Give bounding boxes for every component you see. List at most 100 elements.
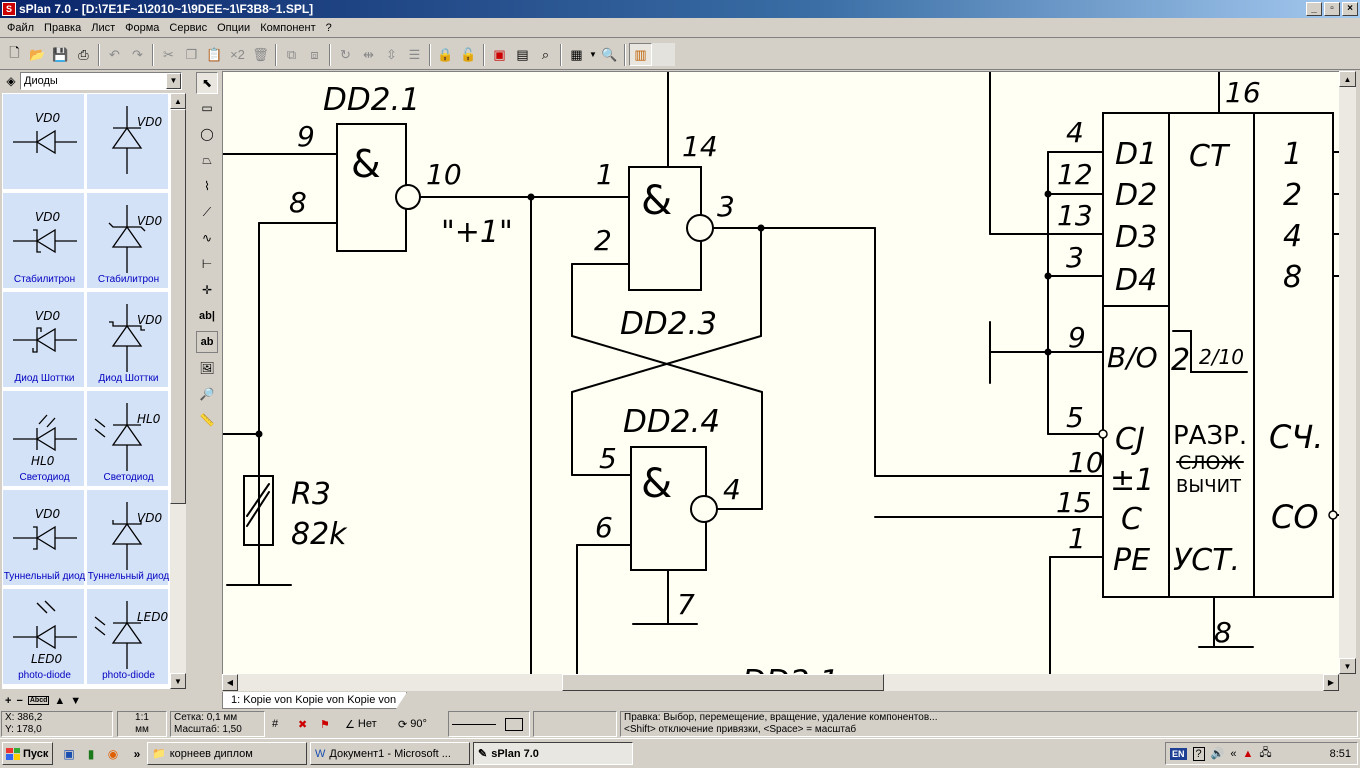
cut-icon[interactable]: ✂ [163, 46, 174, 62]
library-dropdown[interactable]: Диоды ▼ [20, 71, 182, 90]
menu-file[interactable]: Файл [7, 21, 35, 34]
firefox-icon[interactable]: ◉ [107, 747, 119, 761]
lock-icon[interactable]: 🔒 [437, 46, 454, 62]
canvas-vertical-scrollbar[interactable]: ▲ ▼ [1339, 71, 1356, 674]
task-folder[interactable]: 📁 корнеев диплом [147, 742, 307, 765]
save-quicklaunch-icon[interactable]: ▣ [63, 747, 75, 761]
start-button[interactable]: Пуск [2, 742, 53, 765]
scroll-up-button[interactable]: ▲ [1339, 71, 1356, 87]
dimension-icon[interactable]: ⊢ [201, 257, 213, 271]
library-stack-icon[interactable]: ◈ [6, 73, 16, 88]
undo-icon[interactable]: ↶ [109, 46, 120, 62]
move-up-button[interactable]: ▲ [54, 694, 66, 707]
snap-toggle-icon[interactable]: ✖ [298, 718, 308, 731]
polygon-icon[interactable]: ⏢ [202, 152, 212, 167]
scroll-down-button[interactable]: ▼ [1339, 658, 1356, 674]
library-item-diode-v[interactable]: VD0 [86, 93, 169, 190]
restore-button[interactable]: ▫ [1324, 2, 1340, 16]
library-item-diode-h[interactable]: VD0 [2, 93, 85, 190]
menu-help[interactable]: ? [325, 21, 332, 34]
menu-shape[interactable]: Форма [125, 21, 160, 34]
rotation-step[interactable]: ⟳90° [398, 714, 427, 734]
print-icon[interactable]: ⎙ [78, 46, 89, 62]
new-file-icon[interactable]: 🗋 [9, 44, 20, 60]
magnifier-icon[interactable]: 🔎 [199, 387, 215, 401]
textbox-icon[interactable]: ab [196, 331, 218, 353]
bring-front-icon[interactable]: ⧉ [286, 46, 297, 62]
rectangle-icon[interactable]: ▭ [201, 101, 213, 115]
scroll-right-button[interactable]: ▶ [1323, 674, 1339, 691]
line-icon[interactable]: ⟋ [202, 204, 212, 219]
chevron-down-icon[interactable]: ▼ [166, 72, 181, 89]
properties-icon[interactable]: ▣ [493, 46, 506, 62]
ruler-icon[interactable]: 📏 [199, 413, 215, 427]
save-icon[interactable]: 💾 [52, 46, 69, 62]
horizontal-scroll-thumb[interactable] [562, 674, 884, 691]
minimize-button[interactable]: _ [1306, 2, 1322, 16]
rename-library-button[interactable]: Abcd [27, 696, 50, 705]
sheet-tab-1[interactable]: 1: Kopie von Kopie von Kopie von [222, 692, 408, 709]
pointer-icon[interactable]: ⬉ [196, 72, 218, 94]
language-indicator[interactable]: EN [1170, 747, 1187, 760]
delete-icon[interactable]: 🗑 [252, 46, 269, 62]
scroll-left-button[interactable]: ◀ [222, 674, 238, 691]
align-icon[interactable]: ☰ [408, 46, 421, 62]
move-down-button[interactable]: ▼ [70, 694, 82, 707]
close-button[interactable]: × [1342, 2, 1358, 16]
send-back-icon[interactable]: ⧈ [310, 46, 319, 62]
app-quicklaunch-icon[interactable]: ▮ [87, 747, 95, 761]
zoom-icon[interactable]: 🔍 [601, 46, 618, 62]
scroll-up-button[interactable]: ▲ [170, 93, 186, 109]
add-library-button[interactable]: + [5, 694, 12, 707]
clock[interactable]: 8:51 [1329, 747, 1351, 760]
app-icon[interactable]: S [2, 2, 16, 16]
canvas-horizontal-scrollbar[interactable]: ◀ ▶ [222, 674, 1339, 691]
bezier-icon[interactable]: ⌇ [204, 179, 210, 193]
unit-field[interactable]: 1:1 мм [117, 711, 167, 737]
mirror-vertical-icon[interactable]: ⇳ [386, 46, 397, 62]
unlock-icon[interactable]: 🔓 [460, 46, 477, 62]
line-style-field[interactable] [448, 711, 530, 737]
menu-service[interactable]: Сервис [169, 21, 208, 34]
library-scrollbar[interactable]: ▲ ▼ [170, 93, 186, 689]
antivirus-icon[interactable]: ▲ [1242, 747, 1254, 760]
tray-expand-icon[interactable]: « [1230, 747, 1237, 760]
pin-snap-icon[interactable]: ⚑ [320, 718, 330, 731]
task-splan[interactable]: ✎ sPlan 7.0 [473, 742, 633, 765]
menu-sheet[interactable]: Лист [91, 21, 116, 34]
curve-icon[interactable]: ∿ [201, 231, 213, 245]
scroll-thumb[interactable] [170, 109, 186, 504]
copy-icon[interactable]: ❐ [185, 46, 198, 62]
image-icon[interactable]: 🖼 [199, 361, 215, 375]
ellipse-icon[interactable]: ◯ [200, 127, 214, 141]
schematic-canvas[interactable]: DD2.1 & 9 8 10 "+1" DD2.3 & 1 2 3 14 DD2… [222, 71, 1339, 674]
menu-edit[interactable]: Правка [44, 21, 82, 34]
more-quicklaunch-icon[interactable]: » [133, 747, 141, 761]
grid-dropdown-icon[interactable]: ▼ [589, 50, 597, 59]
redo-icon[interactable]: ↷ [132, 46, 143, 62]
rotate-icon[interactable]: ↻ [340, 46, 351, 62]
volume-icon[interactable]: 🔊 [1210, 748, 1225, 760]
open-folder-icon[interactable]: 📂 [29, 46, 46, 62]
network-icon[interactable]: 🖧 [1259, 747, 1272, 759]
scroll-down-button[interactable]: ▼ [170, 673, 186, 689]
menu-options[interactable]: Опции [217, 21, 251, 34]
grid-toggle-icon[interactable]: # [272, 718, 279, 730]
help-icon[interactable]: ? [1192, 746, 1205, 761]
text-icon[interactable]: ab| [199, 310, 215, 322]
paste-icon[interactable]: 📋 [206, 46, 223, 62]
grid-icon[interactable]: ▦ [570, 46, 583, 62]
library-icon[interactable]: ▥ [629, 43, 652, 66]
duplicate-icon[interactable]: ×2 [230, 47, 245, 62]
list-icon[interactable]: ▤ [516, 46, 529, 62]
